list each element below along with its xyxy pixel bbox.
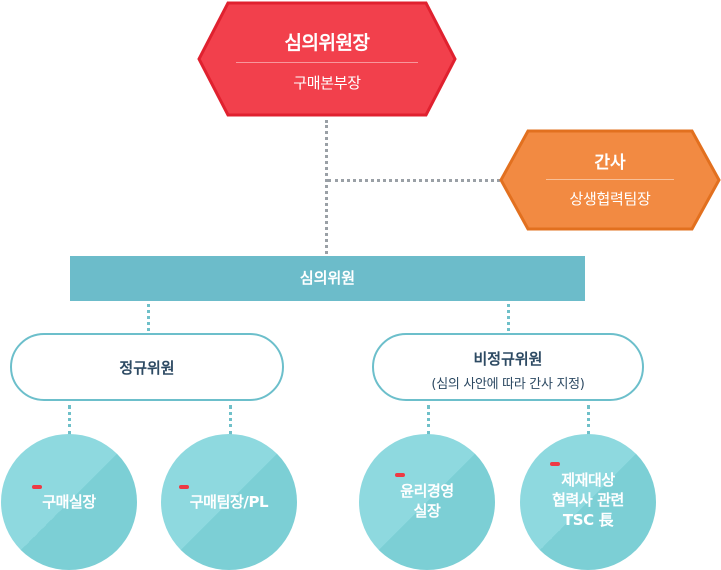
connector-committee-regular [147, 304, 150, 331]
secretary-hexagon [499, 129, 721, 231]
chairman-hexagon [197, 1, 457, 117]
secretary-divider [546, 179, 674, 180]
role-label: 구매팀장/PL [189, 493, 269, 511]
connector-committee-irregular [507, 304, 510, 331]
irregular-members-title: 비정규위원 [473, 350, 543, 368]
red-marker [32, 485, 42, 489]
irregular-members-subtitle: (심의 사안에 따라 간사 지정) [431, 377, 585, 392]
red-marker [395, 473, 405, 477]
secretary-title: 간사 [594, 153, 626, 173]
connector-irregular-ethics [427, 405, 430, 435]
role-label-line1: 제재대상 [561, 471, 615, 489]
connector-irregular-partner [587, 405, 590, 435]
role-label-line1: 윤리경영 [400, 482, 454, 500]
role-circle-purchasing-team: 구매팀장/PL [161, 434, 297, 570]
secretary-subtitle: 상생협력팀장 [569, 190, 651, 208]
role-circle-purchasing-head: 구매실장 [1, 434, 137, 570]
regular-members-pill: 정규위원 [10, 333, 284, 401]
role-circle-sanctioned-partner: 제재대상 협력사 관련 TSC 長 [520, 434, 656, 570]
role-label-line2: 실장 [413, 502, 441, 520]
chairman-node: 심의위원장 구매본부장 [197, 1, 457, 117]
connector-chair-committee [325, 120, 328, 254]
chairman-subtitle: 구매본부장 [293, 74, 361, 92]
red-marker [550, 462, 560, 466]
secretary-node: 간사 상생협력팀장 [499, 129, 721, 231]
connector-regular-purchasing-team [229, 405, 232, 435]
irregular-members-pill: 비정규위원 (심의 사안에 따라 간사 지정) [372, 333, 644, 401]
chairman-divider [236, 62, 418, 63]
role-circle-ethics: 윤리경영 실장 [359, 434, 495, 570]
role-label: 구매실장 [42, 493, 96, 511]
red-marker [179, 485, 189, 489]
role-label-line3: TSC 長 [562, 511, 614, 529]
chairman-title: 심의위원장 [284, 32, 370, 54]
role-label-line2: 협력사 관련 [552, 491, 624, 509]
regular-members-title: 정규위원 [119, 359, 175, 377]
connector-secretary [328, 179, 500, 182]
committee-bar: 심의위원 [70, 256, 585, 301]
connector-regular-purchasing-head [68, 405, 71, 435]
